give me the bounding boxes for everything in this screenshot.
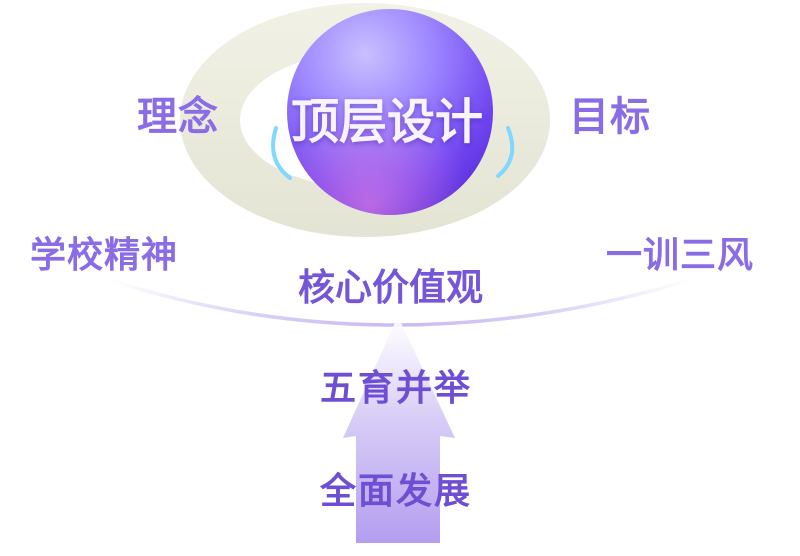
sphere-glow — [287, 9, 493, 215]
all-round-development-label: 全面发展 — [320, 471, 473, 512]
accent-arc-right — [496, 126, 515, 178]
motto-label: 一训三风 — [606, 235, 755, 276]
up-arrow — [343, 316, 455, 543]
top-design-title: 顶层设计 — [291, 94, 484, 150]
accent-arc-left — [271, 126, 292, 180]
concept-label: 理念 — [137, 94, 219, 140]
five-education-label: 五育并举 — [320, 368, 473, 409]
core-values-label: 核心价值观 — [298, 266, 483, 309]
school-spirit-label: 学校精神 — [30, 235, 179, 276]
goal-label: 目标 — [569, 94, 651, 140]
